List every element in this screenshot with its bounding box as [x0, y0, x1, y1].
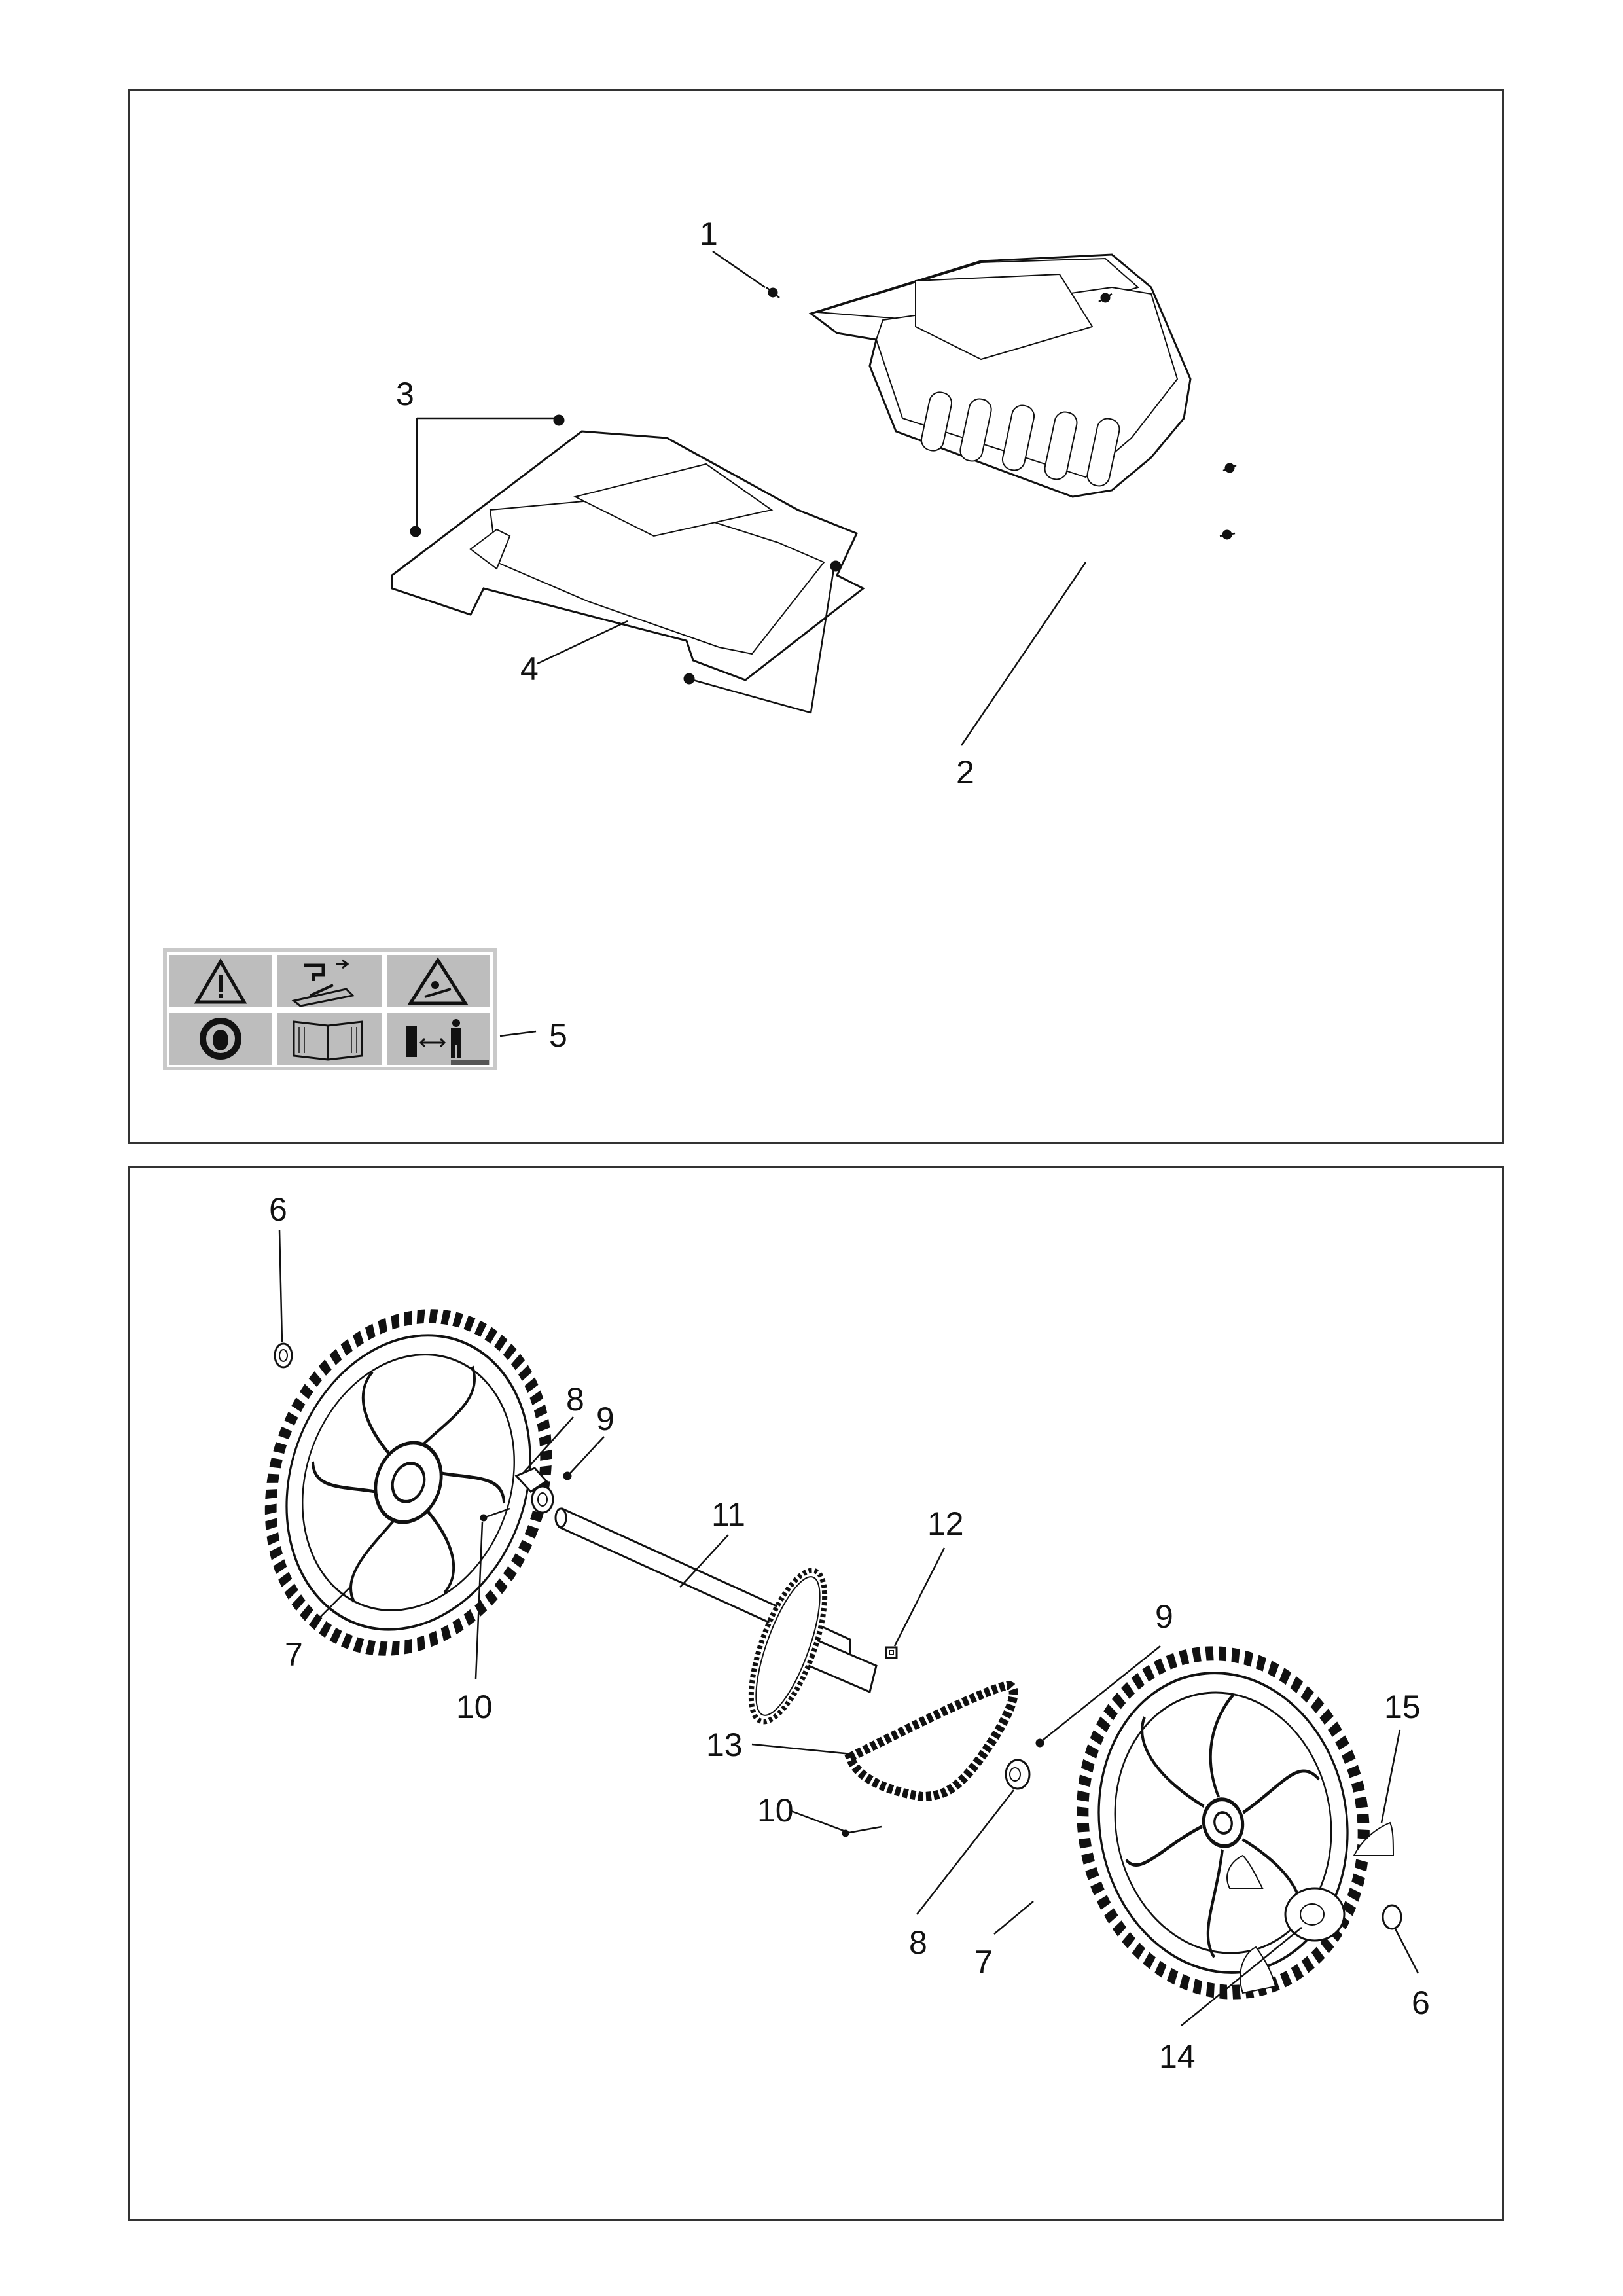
- pin-left: [483, 1507, 510, 1519]
- hub-cap-segment-bottom: [1240, 1946, 1277, 1994]
- cover-plate: [391, 430, 865, 681]
- leader-10b: [791, 1810, 844, 1832]
- callout-1: 1: [700, 215, 718, 252]
- callout-8-left: 8: [566, 1381, 584, 1418]
- callout-9-right: 9: [1155, 1598, 1173, 1635]
- manual-book-icon: [293, 1020, 363, 1061]
- warning-triangle-icon: [194, 958, 247, 1004]
- cap-15: [1353, 1821, 1395, 1856]
- leader-7b: [993, 1901, 1034, 1935]
- rear-flap: [808, 253, 1192, 498]
- screw-flap-right-1: [1222, 463, 1237, 473]
- hub-cap-segment-top: [1226, 1854, 1264, 1889]
- leader-6b: [1393, 1927, 1419, 1974]
- callout-10-left: 10: [456, 1689, 493, 1725]
- leader-11: [679, 1534, 729, 1588]
- leader-7a: [310, 1587, 351, 1627]
- cutting-hazard-icon: [291, 959, 355, 1007]
- callout-13: 13: [706, 1727, 743, 1763]
- leader-15: [1380, 1729, 1401, 1823]
- warning-label: [163, 948, 497, 1070]
- leader-9b: [1042, 1645, 1161, 1741]
- callout-14: 14: [1159, 2038, 1196, 2075]
- keep-distance-icon: [406, 1019, 461, 1058]
- callout-15: 15: [1384, 1689, 1421, 1725]
- callout-9-left: 9: [596, 1401, 615, 1437]
- callout-5: 5: [549, 1017, 567, 1054]
- callout-6-left: 6: [269, 1191, 287, 1228]
- ear-protection-icon: [200, 1018, 241, 1060]
- screw-cover-bottom: [683, 673, 695, 685]
- nut-right: [1035, 1738, 1044, 1748]
- callout-6-right: 6: [1412, 1984, 1430, 2021]
- callout-3: 3: [396, 376, 414, 412]
- bushing-right: [1005, 1759, 1031, 1790]
- screw-3b: [410, 526, 421, 537]
- leader-2: [960, 562, 1087, 746]
- axle: [554, 1507, 878, 1694]
- leader-c5b: [692, 679, 812, 714]
- leader-13: [751, 1743, 852, 1755]
- screw-1: [766, 287, 780, 298]
- screw-cover-right: [830, 560, 842, 572]
- clip: [885, 1646, 898, 1659]
- leader-5: [499, 1030, 537, 1037]
- nut-left: [563, 1471, 572, 1480]
- pin-right: [845, 1825, 882, 1835]
- bottom-diagram: 6 7 8 9 10 11 12 9 13 10 15 8 7 6 14: [264, 1191, 1430, 2075]
- top-diagram: 1 2 3 4 5: [163, 215, 1237, 1070]
- chain: [844, 1680, 1018, 1802]
- leader-6a: [278, 1229, 283, 1343]
- screw-flap-top: [1098, 293, 1113, 303]
- callout-4: 4: [520, 651, 539, 687]
- leader-14: [1181, 1927, 1302, 2026]
- flap-slots: [920, 391, 1120, 487]
- callout-8-right: 8: [909, 1924, 927, 1961]
- leader-4: [537, 620, 628, 665]
- callout-2: 2: [956, 754, 974, 791]
- callout-7-right: 7: [974, 1944, 993, 1981]
- leader-12: [893, 1547, 946, 1647]
- leader-c5a: [810, 568, 835, 713]
- leader-8a: [522, 1416, 574, 1474]
- screw-3a: [553, 414, 565, 426]
- screw-flap-right-2: [1219, 529, 1236, 540]
- left-wheel: [264, 1309, 552, 1656]
- leader-9a: [569, 1436, 605, 1474]
- leader-10a: [474, 1521, 484, 1679]
- callout-12: 12: [927, 1505, 964, 1542]
- callout-11: 11: [711, 1496, 745, 1533]
- bushing-left: [514, 1467, 554, 1514]
- washer-right: [1382, 1904, 1402, 1930]
- leader-1: [712, 250, 766, 289]
- callout-7-left: 7: [285, 1636, 303, 1673]
- thrown-object-icon: [407, 957, 469, 1005]
- callout-10-right: 10: [757, 1792, 794, 1829]
- bottom-panel: 6 7 8 9 10 11 12 9 13 10 15 8 7 6 14: [128, 1166, 1504, 2221]
- leader-8b: [916, 1789, 1014, 1915]
- top-panel: 1 2 3 4 5: [128, 89, 1504, 1144]
